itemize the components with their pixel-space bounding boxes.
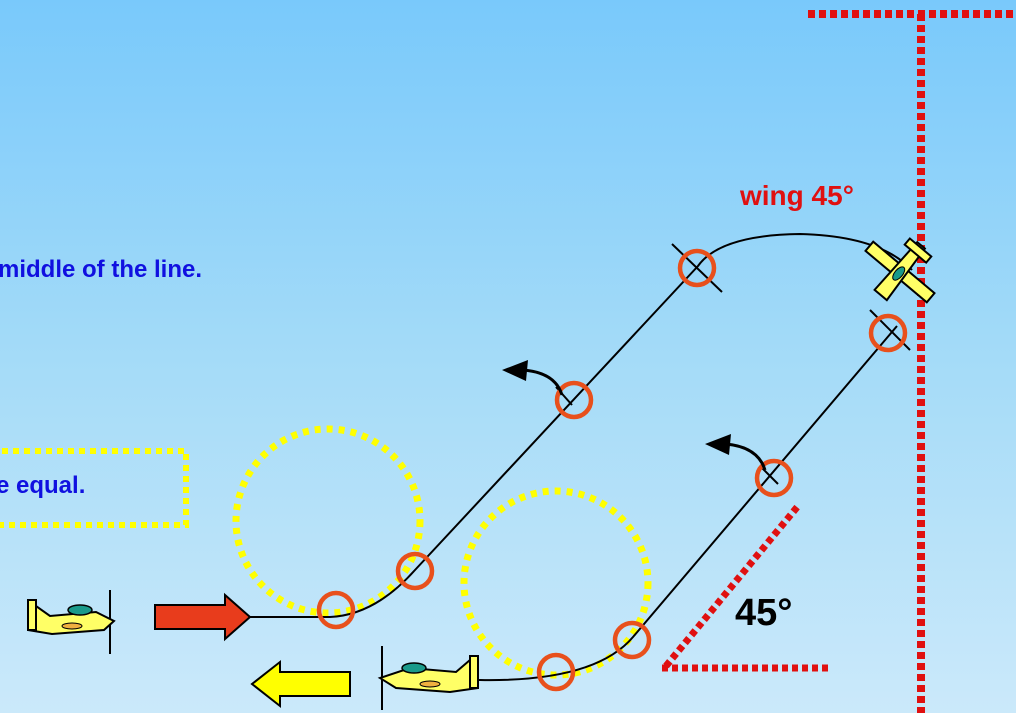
radius-guide-circle-exit [464, 491, 648, 675]
checkpoint-circle [615, 623, 649, 657]
flight-path-exit [480, 326, 897, 680]
direction-arrow-icon [155, 595, 250, 639]
angle-reference-diagonal [666, 506, 798, 666]
curved-arrow-icon [705, 434, 765, 470]
note-equal-text: e equal. [0, 472, 85, 500]
checkpoint-markers [319, 251, 905, 689]
note-middle-text: middle of the line. [0, 256, 202, 284]
curved-arrow-icon [502, 360, 562, 395]
airplane-icon [28, 590, 114, 654]
checkpoint-circle [871, 316, 905, 350]
airplane-icon [380, 646, 478, 710]
airplane-icon [850, 220, 952, 320]
direction-arrow-icon [252, 662, 350, 706]
climb-angle-label: 45° [735, 592, 792, 635]
radius-guide-circle-entry [236, 429, 420, 613]
wing-angle-label: wing 45° [740, 180, 854, 212]
